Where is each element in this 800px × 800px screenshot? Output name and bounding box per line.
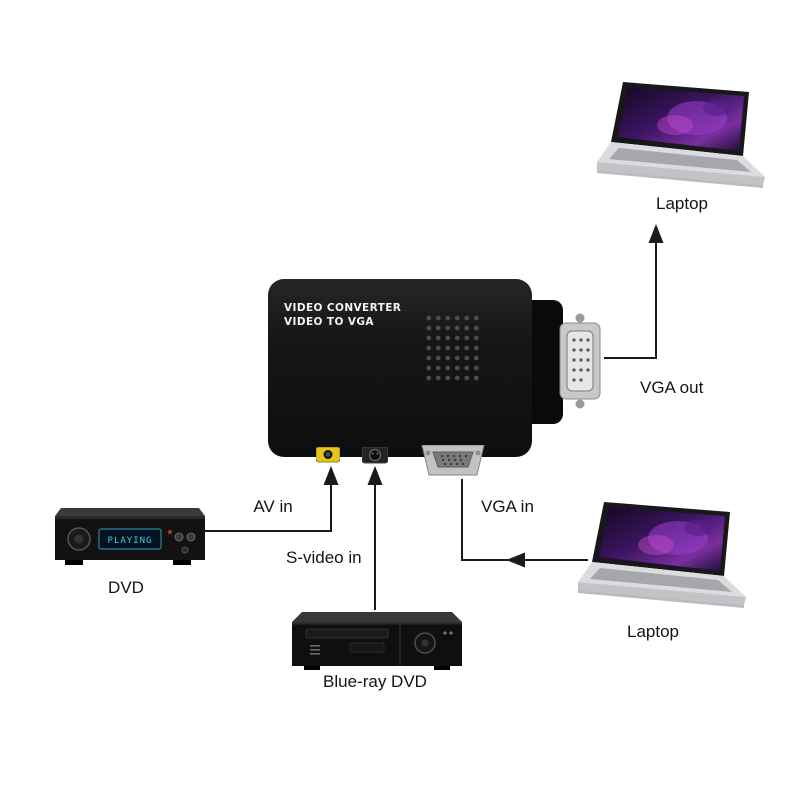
video-converter-box: VIDEO CONVERTER VIDEO TO VGA [268, 279, 532, 457]
laptop-top-label: Laptop [656, 194, 708, 213]
av-rca-port [316, 447, 340, 463]
vga-out-label: VGA out [640, 378, 704, 397]
laptop-bottom-image [578, 502, 746, 608]
vent-grille [422, 311, 480, 381]
arrow-up-av-in-icon [323, 466, 339, 485]
vga-in-line [461, 479, 588, 561]
laptop-bottom-label: Laptop [627, 622, 679, 641]
vga-in-port [421, 445, 485, 476]
arrow-left-vga-in-icon [506, 552, 525, 568]
s-video-in-label: S-video in [286, 548, 362, 567]
converter-title-line2: VIDEO TO VGA [284, 316, 374, 328]
laptop-top-image [597, 82, 765, 188]
s-video-port [362, 447, 388, 464]
bluray-player-image [292, 612, 462, 670]
converter-title-line1: VIDEO CONVERTER [284, 302, 402, 314]
bluray-label: Blue-ray DVD [323, 672, 427, 691]
vga-out-line [604, 240, 657, 359]
arrow-up-s-video-icon [367, 466, 383, 485]
arrow-up-vga-out-icon [648, 224, 664, 243]
dvd-label: DVD [108, 578, 144, 597]
vga-out-port [559, 313, 601, 409]
dvd-display-text: PLAYING [108, 536, 153, 546]
dvd-player-image: PLAYING [55, 508, 205, 565]
vga-in-label: VGA in [481, 497, 534, 516]
converter-title: VIDEO CONVERTER VIDEO TO VGA [284, 301, 401, 329]
av-in-label: AV in [253, 497, 293, 516]
